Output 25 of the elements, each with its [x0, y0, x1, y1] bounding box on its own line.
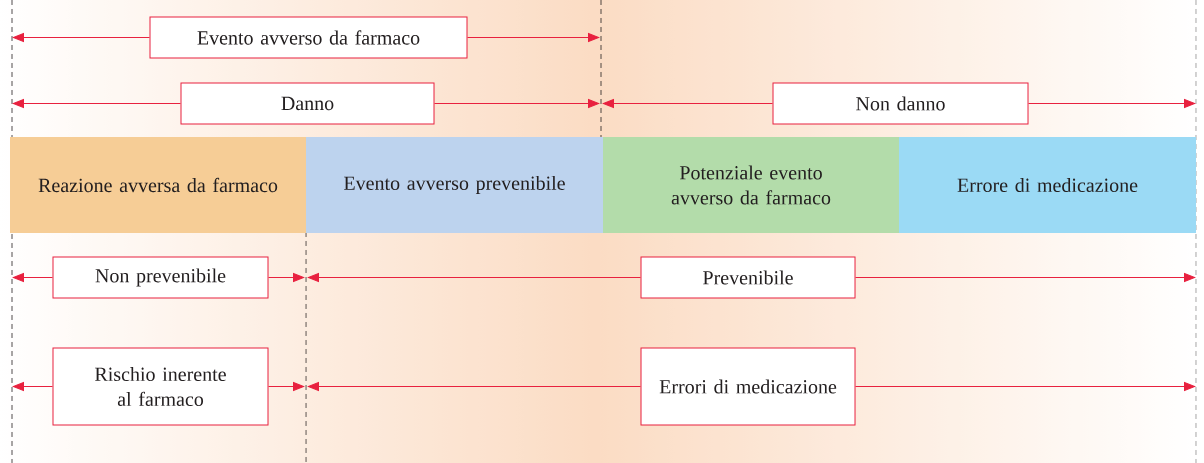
- label-box: Non prevenibile: [52, 256, 269, 299]
- arrow: [602, 99, 773, 108]
- label-box: Prevenibile: [640, 256, 856, 299]
- arrow: [12, 33, 150, 42]
- label-box: Danno: [180, 82, 435, 125]
- arrow: [434, 99, 600, 108]
- arrow: [855, 382, 1196, 391]
- arrow: [307, 382, 641, 391]
- label-box: Errori di medicazione: [640, 347, 856, 426]
- arrow: [1028, 99, 1196, 108]
- category-band: Errore di medicazione: [899, 137, 1196, 233]
- label-box: Rischio inerente al farmaco: [52, 347, 269, 426]
- arrow: [467, 33, 600, 42]
- arrow: [12, 273, 53, 282]
- label-box: Non danno: [772, 82, 1029, 125]
- arrow: [855, 273, 1196, 282]
- arrow: [12, 382, 53, 391]
- arrow: [268, 382, 305, 391]
- arrow: [12, 99, 181, 108]
- category-band: Reazione avversa da farmaco: [10, 137, 306, 233]
- category-band: Evento avverso prevenibile: [306, 137, 603, 233]
- category-band: Potenziale evento avverso da farmaco: [603, 137, 899, 233]
- arrow: [307, 273, 641, 282]
- label-box: Evento avverso da farmaco: [149, 16, 468, 59]
- arrow: [268, 273, 305, 282]
